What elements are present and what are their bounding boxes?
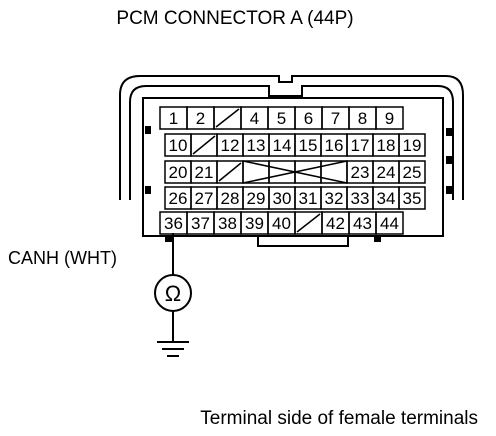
terminal-label: 43	[353, 214, 372, 233]
terminal-label: 30	[273, 189, 292, 208]
terminal-label: 25	[403, 163, 422, 182]
terminal-label: 4	[250, 109, 259, 128]
terminal-label: 7	[331, 109, 340, 128]
terminal-label: 39	[245, 214, 264, 233]
ohmmeter-icon: Ω	[165, 281, 181, 306]
terminal-label: 21	[195, 163, 214, 182]
terminal-label: 16	[325, 136, 344, 155]
terminal-label: 34	[377, 189, 396, 208]
terminal-cell	[398, 133, 426, 157]
terminal-cell	[294, 160, 322, 184]
terminal-cell	[398, 160, 426, 184]
terminal-cell	[375, 211, 404, 235]
ground-icon	[157, 341, 189, 357]
terminal-cell	[398, 186, 426, 210]
terminal-label: 15	[299, 136, 318, 155]
plugged-cavity-cross	[242, 160, 348, 184]
connector-latches	[145, 126, 452, 242]
terminal-label: 33	[351, 189, 370, 208]
terminal-label: 14	[273, 136, 292, 155]
terminal-label: 1	[169, 109, 178, 128]
terminal-label: 19	[403, 136, 422, 155]
terminal-label: 35	[403, 189, 422, 208]
terminal-label: 26	[169, 189, 188, 208]
terminal-label: 32	[325, 189, 344, 208]
terminal-label: 23	[351, 163, 370, 182]
probe-circuit	[154, 233, 192, 342]
terminal-label: 31	[299, 189, 318, 208]
diagram-caption: Terminal side of female terminals	[200, 408, 478, 429]
terminal-label: 29	[247, 189, 266, 208]
wire-label: CANH (WHT)	[8, 248, 117, 268]
terminal-label: 20	[169, 163, 188, 182]
terminal-label: 44	[380, 214, 399, 233]
empty-cavity-slash	[192, 135, 216, 155]
terminal-label: 42	[326, 214, 345, 233]
empty-cavity-slash	[215, 108, 240, 128]
connector-housing	[119, 75, 464, 247]
terminal-label: 36	[164, 214, 183, 233]
terminal-label: 9	[385, 109, 394, 128]
terminal-cell	[268, 160, 296, 184]
empty-cavity-slash	[296, 213, 321, 233]
terminal-label: 24	[377, 163, 396, 182]
terminal-label: 6	[304, 109, 313, 128]
terminal-label: 18	[377, 136, 396, 155]
terminal-label: 13	[247, 136, 266, 155]
terminal-label: 8	[358, 109, 367, 128]
terminal-label: 27	[195, 189, 214, 208]
terminal-cell	[375, 106, 404, 130]
diagram-title: PCM CONNECTOR A (44P)	[116, 8, 354, 29]
terminal-label: 12	[221, 136, 240, 155]
terminal-label: 28	[221, 189, 240, 208]
terminal-label: 10	[169, 136, 188, 155]
terminal-label: 17	[351, 136, 370, 155]
terminal-label: 2	[196, 109, 205, 128]
terminal-label: 37	[191, 214, 210, 233]
empty-cavity-slash	[218, 162, 242, 182]
terminal-label: 5	[277, 109, 286, 128]
terminal-label: 38	[218, 214, 237, 233]
terminal-label: 40	[272, 214, 291, 233]
